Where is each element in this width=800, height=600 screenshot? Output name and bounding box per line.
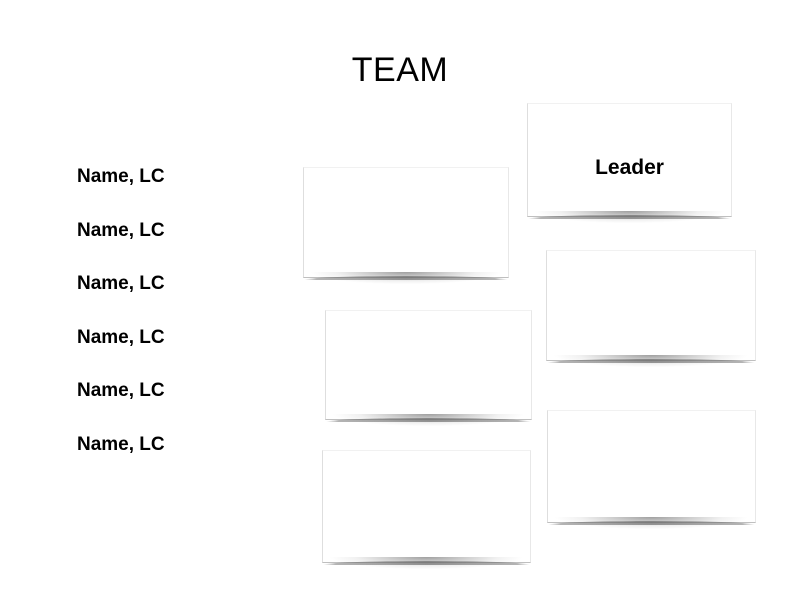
member-card[interactable] [317, 450, 536, 569]
page-title: TEAM [0, 50, 800, 90]
list-item: Name, LC [77, 326, 165, 348]
member-card[interactable] [298, 167, 514, 284]
leader-card-label: Leader [595, 156, 664, 179]
leader-card[interactable]: Leader [522, 103, 737, 223]
list-item: Name, LC [77, 433, 165, 455]
roster-name-list: Name, LC Name, LC Name, LC Name, LC Name… [77, 165, 277, 486]
member-card[interactable] [541, 250, 761, 367]
list-item: Name, LC [77, 380, 165, 401]
member-card[interactable] [542, 410, 761, 529]
list-item: Name, LC [77, 219, 165, 241]
member-card[interactable] [320, 310, 537, 426]
list-item: Name, LC [77, 166, 165, 187]
page-title-text: TEAM [351, 51, 449, 89]
list-item: Name, LC [77, 273, 165, 294]
